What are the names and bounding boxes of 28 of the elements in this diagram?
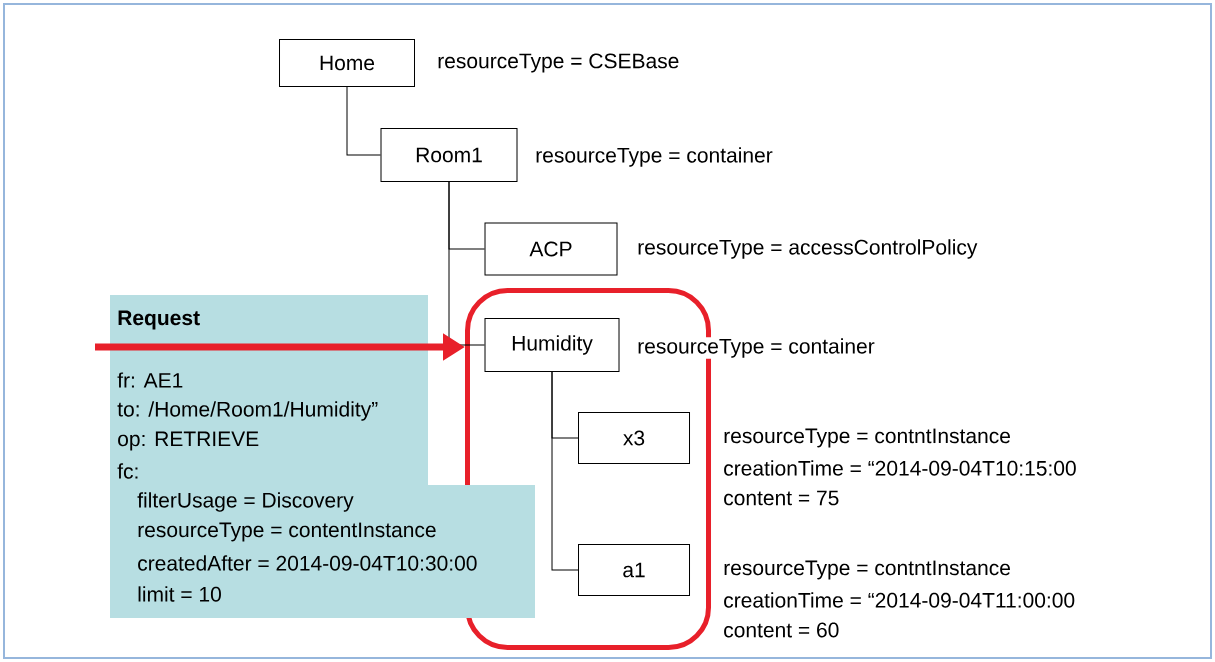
panel-heading: Request: [118, 310, 200, 330]
request-line: op: RETRIEVE: [118, 431, 259, 451]
request-line: resourceType = contentInstance: [138, 522, 436, 542]
request-line: filterUsage = Discovery: [137, 492, 354, 512]
attribute-text: creationTime = “2014-09-04T10:15:00: [722, 459, 1078, 477]
resource-box: a1: [578, 544, 690, 596]
request-line: to: /Home/Room1/Humidity”: [117, 401, 378, 421]
attribute-text: resourceType = accessControlPolicy: [636, 238, 979, 260]
attribute-text: resourceType = contntInstance: [722, 559, 1012, 581]
request-line: fc:: [117, 463, 138, 479]
resource-box: ACP: [484, 222, 618, 276]
attribute-text: resourceType = container: [636, 337, 876, 359]
attribute-text: content = 75: [722, 489, 841, 507]
tree-connector: [551, 371, 579, 571]
attribute-text: resourceType = CSEBase: [436, 52, 681, 74]
request-line: fr: AE1: [117, 372, 183, 388]
attribute-text: content = 60: [722, 621, 841, 639]
resource-box: x3: [578, 412, 690, 464]
attribute-text: resourceType = contntInstance: [722, 427, 1012, 449]
resource-box: Humidity: [484, 318, 620, 372]
resource-box: Room1: [380, 128, 518, 182]
tree-connector: [448, 181, 485, 346]
attribute-text: resourceType = container: [534, 146, 774, 168]
resource-box: Home: [279, 39, 415, 87]
attribute-text: creationTime = “2014-09-04T11:00:00: [722, 591, 1077, 609]
request-line: createdAfter = 2014-09-04T10:30:00: [138, 555, 477, 571]
request-line: limit = 10: [138, 586, 221, 602]
tree-connector: [346, 86, 381, 156]
